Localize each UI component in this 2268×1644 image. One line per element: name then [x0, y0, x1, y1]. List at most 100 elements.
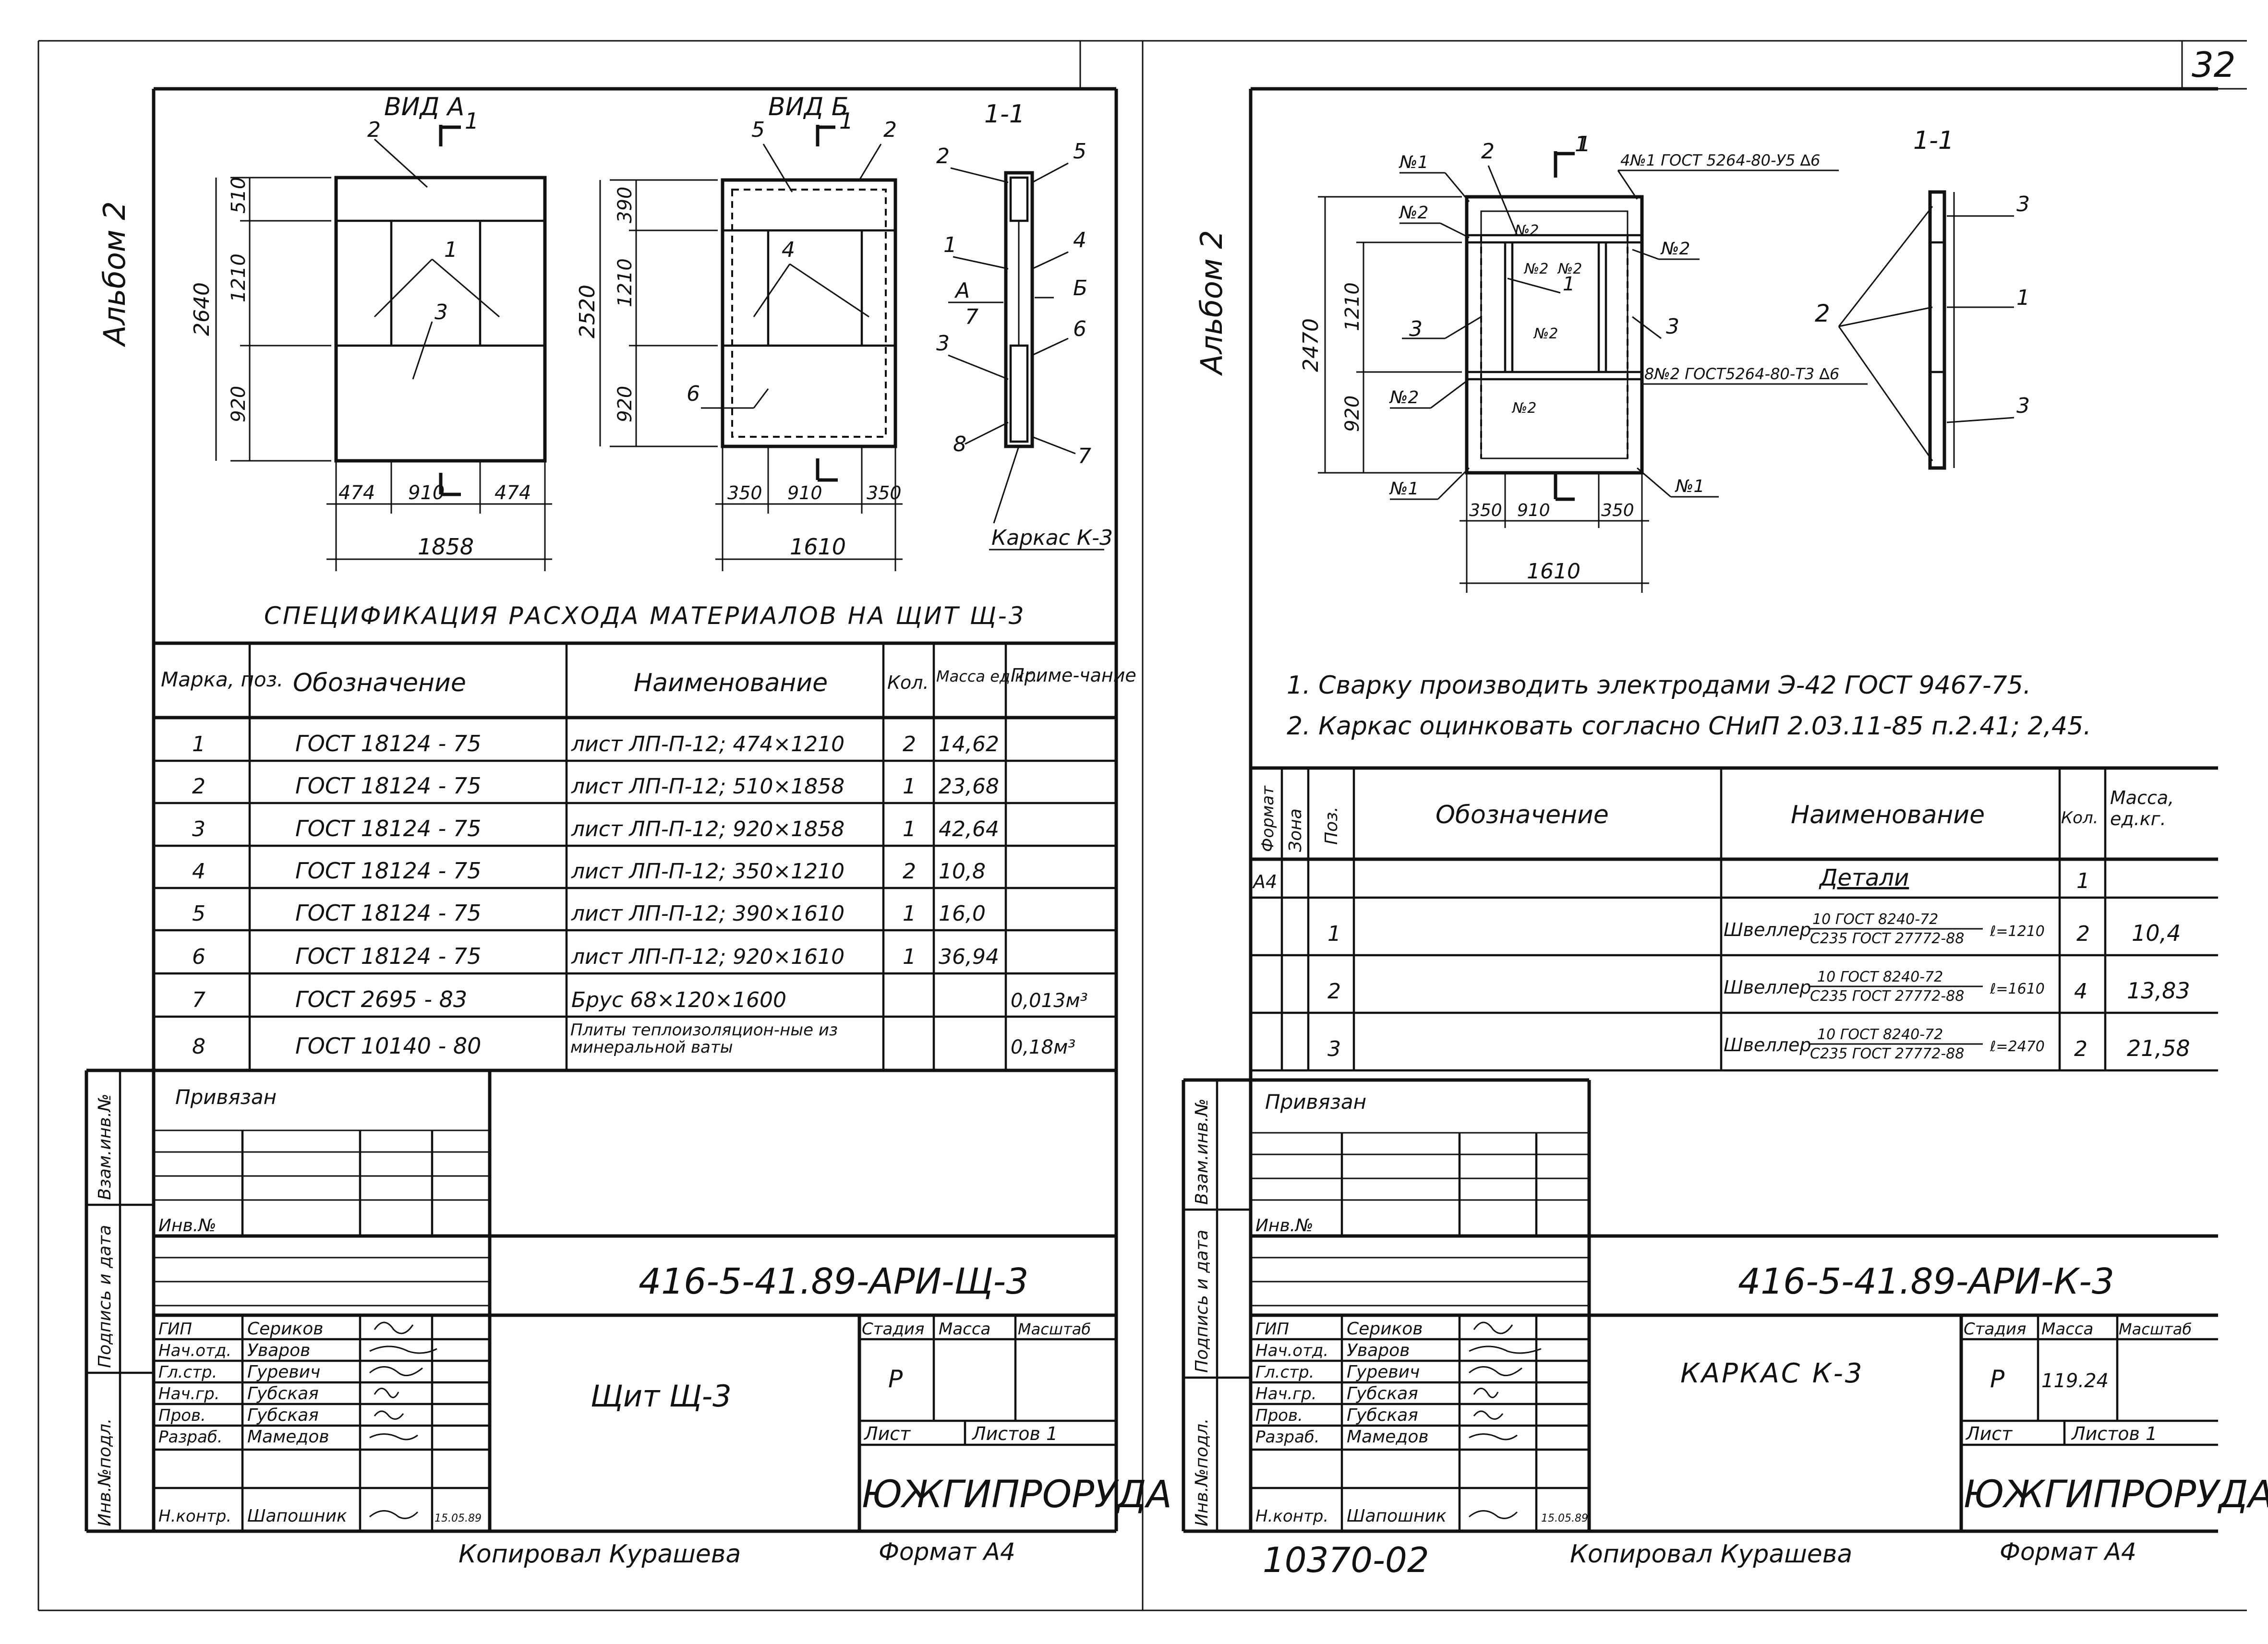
left-spec-r2-pos: 2	[192, 774, 205, 799]
view-b-height-bot: 920	[614, 386, 636, 422]
section-left-title: 1-1	[984, 100, 1025, 129]
section-left-callout-7a: 7	[965, 305, 978, 329]
right-title-block	[1251, 1078, 2218, 1531]
view-a-title: ВИД А	[384, 93, 464, 121]
right-spec-r3-pos: 3	[1327, 1037, 1341, 1061]
view-a-height-bot: 920	[228, 386, 250, 422]
k3-width-mid: 910	[1517, 501, 1550, 520]
view-a-section-mark: 1	[465, 108, 479, 134]
right-spec-r0-qty: 1	[2076, 869, 2090, 893]
left-spec-r8-des: ГОСТ 10140 - 80	[295, 1033, 481, 1059]
left-tb-people: Сериков Уваров Гуревич Губская Губская М…	[247, 1319, 347, 1526]
left-spec-r4-des: ГОСТ 18124 - 75	[295, 858, 481, 884]
right-spec-r3-name: Швеллер	[1724, 1034, 1811, 1056]
note-1: 1. Сварку производить электродами Э-42 Г…	[1287, 671, 2031, 700]
left-spec-r2-mass: 23,68	[939, 774, 999, 799]
right-spec-r1-mass: 10,4	[2132, 920, 2181, 946]
left-tb-org: ЮЖГИПРОРУДА	[862, 1473, 1172, 1516]
right-spec-r3-len: ℓ=2470	[1990, 1038, 2045, 1055]
left-tb-person-5: Губская	[247, 1405, 319, 1425]
left-tb-stage-head: Стадия	[862, 1320, 924, 1339]
k3-callout-n1-br: №1	[1675, 477, 1704, 496]
right-tb-stage-head: Стадия	[1964, 1320, 2026, 1339]
left-sheet-frame	[152, 87, 1118, 1533]
left-tb-role-6: Разраб.	[158, 1428, 223, 1447]
right-tb-org: ЮЖГИПРОРУДА	[1964, 1473, 2268, 1516]
view-a-height-total: 2640	[190, 282, 214, 336]
view-b-callout-5: 5	[751, 118, 765, 142]
right-tb-role-5: Пров.	[1255, 1406, 1303, 1425]
left-tb-person-3: Гуревич	[247, 1362, 320, 1382]
left-spec-r6-des: ГОСТ 18124 - 75	[295, 943, 481, 969]
left-spec-r7-note: 0,013м³	[1011, 990, 1088, 1012]
left-stamp-replace: Взам.инв.№	[95, 1093, 115, 1200]
k3-weld-mid: 8№2 ГОСТ5264-80-Т3 ∆6	[1644, 365, 1839, 383]
k3-height-total: 2470	[1299, 318, 1323, 372]
right-tb-role-6: Разраб.	[1255, 1428, 1320, 1447]
right-stamp-sign: Подпись и дата	[1192, 1230, 1212, 1373]
right-sheet-frame	[1249, 87, 2218, 1533]
section-left-callout-1: 1	[943, 233, 957, 257]
left-spec-r1-pos: 1	[192, 732, 205, 756]
view-a-width-total: 1858	[418, 534, 474, 560]
right-tb-archive: 10370-02	[1263, 1540, 1429, 1580]
right-tb-sheets: Листов 1	[2071, 1423, 2157, 1444]
section-right-callout-3-top: 3	[2016, 192, 2030, 216]
left-tb-sheets: Листов 1	[971, 1423, 1058, 1444]
k3-width-right: 350	[1601, 501, 1634, 520]
right-tb-person-7: Шапошник	[1347, 1506, 1447, 1526]
right-tb-signatures	[1469, 1321, 1542, 1519]
right-tb-person-2: Уваров	[1347, 1341, 1410, 1360]
right-tb-person-4: Губская	[1347, 1384, 1418, 1404]
view-b-title: ВИД Б	[768, 93, 848, 121]
section-right-title: 1-1	[1913, 126, 1954, 155]
right-tb-format: Формат А4	[2000, 1538, 2136, 1566]
left-tb-sheet: Лист	[863, 1423, 911, 1444]
right-tb-mass: 119.24	[2041, 1370, 2109, 1392]
right-tb-date: 15.05.89	[1541, 1512, 1588, 1524]
left-stamp-inv: Инв.№подл.	[95, 1418, 115, 1526]
left-tb-role-4: Нач.гр.	[158, 1384, 220, 1404]
right-spec-r0-fmt: А4	[1252, 871, 1277, 892]
k3-height-bot: 920	[1341, 396, 1363, 432]
section-1-1-left: 1-1 2 5 1 4 Б A 7 6 3 8 7 Каркас К-3	[936, 100, 1113, 551]
right-spec-r1-qty: 2	[2076, 922, 2090, 946]
left-spec-head-mark: Марка, поз.	[161, 668, 283, 691]
left-spec-title: СПЕЦИФИКАЦИЯ РАСХОДА МАТЕРИАЛОВ НА ЩИТ Щ…	[264, 602, 1026, 630]
right-spec-r1-pos: 1	[1327, 922, 1341, 946]
view-b-callout-6: 6	[687, 382, 700, 406]
section-left-callout-5: 5	[1073, 139, 1086, 164]
left-spec-rows: 1 ГОСТ 18124 - 75 лист ЛП-П-12; 474×1210…	[192, 731, 1088, 1059]
left-tb-role-5: Пров.	[158, 1406, 206, 1425]
left-spec-r3-pos: 3	[192, 817, 205, 841]
left-tb-mass-head: Масса	[939, 1320, 990, 1339]
section-left-callout-a: A	[954, 278, 970, 303]
view-a-height-top: 510	[228, 177, 250, 214]
view-a-width-mid: 910	[408, 482, 445, 504]
view-b: ВИД Б 1 5 2 4 6 2520 390 1210 920	[575, 93, 903, 571]
k3-callout-n1-bl: №1	[1389, 479, 1419, 499]
right-tb-inv: Инв.№	[1255, 1216, 1314, 1236]
frame-k3-label: Каркас К-3	[991, 526, 1113, 550]
section-right-callout-3-bot: 3	[2016, 394, 2030, 418]
right-spec-r2-mass: 13,83	[2127, 978, 2190, 1004]
right-tb-person-5: Губская	[1347, 1405, 1418, 1425]
left-tb-role-3: Гл.стр.	[158, 1363, 217, 1382]
right-tb-mass-head: Масса	[2041, 1320, 2093, 1339]
section-left-callout-7: 7	[1078, 444, 1091, 468]
k3-callout-n2-d: №2	[1557, 261, 1582, 277]
left-spec-r5-pos: 5	[192, 901, 205, 926]
left-tb-person-2: Уваров	[247, 1341, 310, 1360]
right-spec-head-mass: Масса, ед.кг.	[2110, 787, 2174, 829]
right-spec-head-designation: Обозначение	[1436, 801, 1609, 829]
view-b-width-right: 350	[867, 482, 902, 504]
k3-height-mid: 1210	[1341, 282, 1363, 331]
view-b-section-mark: 1	[839, 108, 853, 134]
right-spec-r0-name: Детали	[1819, 864, 1909, 891]
view-a: ВИД А 1 2 1 3 2640 510 1210 920 474 910	[190, 93, 552, 571]
right-spec-head-format: Формат	[1258, 785, 1278, 852]
view-b-width-left: 350	[727, 482, 762, 504]
k3-callout-3-left: 3	[1409, 317, 1423, 341]
left-tb-signatures	[369, 1321, 437, 1519]
left-tb-copied: Копировал Курашева	[458, 1540, 741, 1569]
